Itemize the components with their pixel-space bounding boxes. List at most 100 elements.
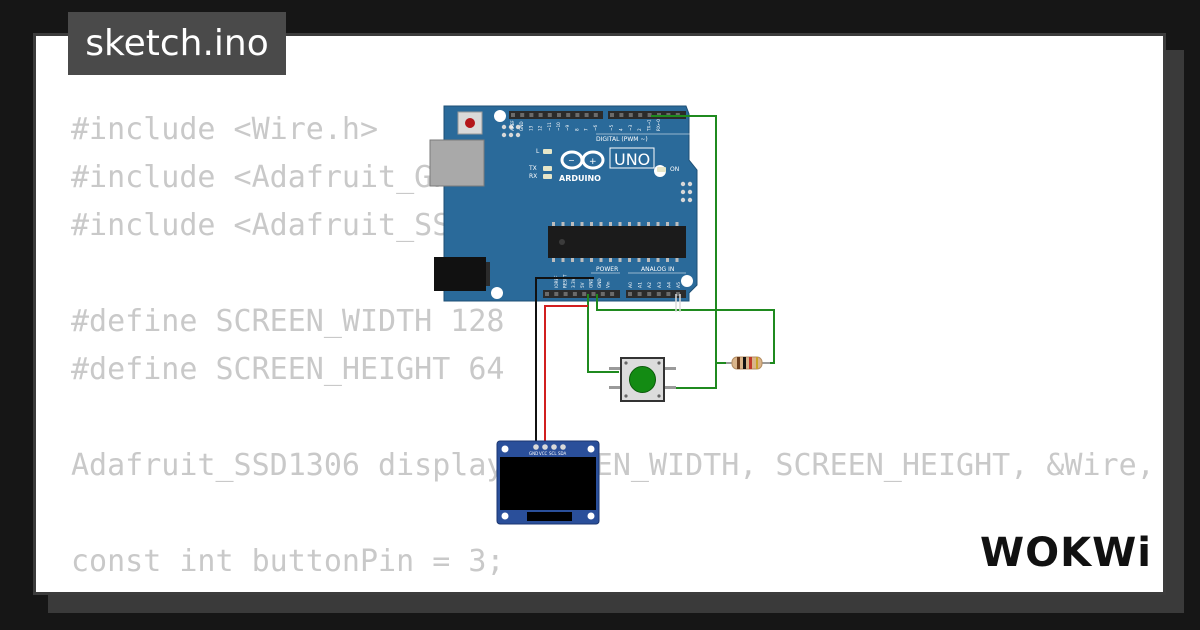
resistor[interactable] bbox=[726, 356, 770, 370]
mounting-hole bbox=[491, 287, 503, 299]
oled-pin-sda: SDA bbox=[558, 451, 567, 456]
power-pin-label: GND bbox=[597, 278, 602, 288]
chip-pin bbox=[552, 222, 555, 226]
wire-resistor-to-gnd[interactable] bbox=[596, 294, 775, 364]
file-name-tab: sketch.ino bbox=[68, 12, 286, 75]
svg-text:+: + bbox=[589, 157, 597, 167]
header-hole[interactable] bbox=[584, 113, 589, 117]
header-hole[interactable] bbox=[666, 292, 671, 296]
oled-pin-scl: SCL bbox=[549, 451, 557, 456]
header-hole[interactable] bbox=[593, 113, 598, 117]
model-label: UNO bbox=[614, 150, 650, 169]
header-hole[interactable] bbox=[628, 292, 632, 296]
analog-header bbox=[626, 290, 686, 298]
power-header bbox=[543, 290, 620, 298]
header-hole[interactable] bbox=[572, 292, 577, 296]
button-cap[interactable] bbox=[629, 366, 656, 393]
chip-pin bbox=[561, 222, 565, 226]
header-hole[interactable] bbox=[566, 113, 571, 117]
wokwi-logo: WOKWi bbox=[980, 530, 1150, 576]
digital-pin-label: 12 bbox=[538, 125, 543, 131]
chip-pin bbox=[618, 258, 622, 262]
header-hole[interactable] bbox=[610, 113, 614, 117]
rx-led bbox=[543, 174, 552, 179]
wire-gnd-to-oled[interactable] bbox=[535, 277, 594, 446]
analog-pin-label: A5 bbox=[676, 282, 682, 288]
chip-pin bbox=[628, 222, 631, 226]
header-hole[interactable] bbox=[600, 292, 605, 296]
chip-pin bbox=[552, 258, 555, 262]
digital-pin-label: ~11 bbox=[547, 122, 552, 131]
chip-pin bbox=[618, 222, 622, 226]
header-hole[interactable] bbox=[538, 113, 543, 117]
chip-pin bbox=[675, 258, 679, 262]
header-hole[interactable] bbox=[647, 292, 652, 296]
header-hole[interactable] bbox=[529, 113, 534, 117]
analog-pin-label: A2 bbox=[647, 282, 653, 288]
header-hole[interactable] bbox=[610, 292, 615, 296]
wires bbox=[535, 115, 775, 446]
header-hole[interactable] bbox=[547, 113, 552, 117]
analog-label: ANALOG IN bbox=[641, 266, 674, 273]
analog-pin-label: A4 bbox=[666, 282, 672, 288]
header-hole[interactable] bbox=[638, 113, 643, 117]
header-hole[interactable] bbox=[591, 292, 596, 296]
header-hole[interactable] bbox=[557, 113, 561, 117]
digital-header-left bbox=[509, 111, 603, 119]
chip-pin bbox=[571, 258, 574, 262]
digital-header-right bbox=[608, 111, 686, 119]
chip-pin bbox=[609, 258, 612, 262]
l-led bbox=[543, 149, 552, 154]
chip-pin bbox=[637, 222, 641, 226]
chip-pin bbox=[675, 222, 679, 226]
header-hole[interactable] bbox=[520, 113, 525, 117]
digital-pin-label: 8 bbox=[574, 128, 579, 131]
power-jack bbox=[434, 257, 486, 291]
header-hole[interactable] bbox=[619, 113, 624, 117]
code-line: #define SCREEN_WIDTH 128 bbox=[71, 304, 505, 339]
svg-text:−: − bbox=[568, 156, 575, 165]
digital-pin-label: ~3 bbox=[628, 124, 633, 131]
wire-5v-to-button[interactable] bbox=[587, 294, 619, 373]
wire-vcc-to-oled[interactable] bbox=[544, 305, 588, 446]
header-hole[interactable] bbox=[647, 113, 652, 117]
header-hole[interactable] bbox=[575, 113, 580, 117]
header-hole[interactable] bbox=[511, 113, 515, 117]
header-hole[interactable] bbox=[676, 292, 680, 296]
chip-pin bbox=[599, 258, 603, 262]
arduino-logo-icon bbox=[560, 150, 605, 170]
digital-label: DIGITAL (PWM ~) bbox=[596, 136, 648, 143]
oled-pin-vcc: VCC bbox=[539, 451, 548, 456]
digital-pin-label: ~9 bbox=[565, 124, 570, 131]
wire-button-to-pin3[interactable] bbox=[651, 115, 717, 389]
oled-display[interactable]: GND VCC SCL SDA bbox=[496, 440, 600, 525]
header-hole[interactable] bbox=[582, 292, 587, 296]
tx-led bbox=[543, 166, 552, 171]
digital-pin-label: 13 bbox=[528, 125, 533, 131]
header-hole[interactable] bbox=[545, 292, 549, 296]
header-hole[interactable] bbox=[563, 292, 568, 296]
header-hole[interactable] bbox=[656, 292, 661, 296]
digital-pin-label: ~6 bbox=[593, 124, 598, 131]
digital-pin-label: TX→1 bbox=[647, 119, 652, 132]
header-hole[interactable] bbox=[628, 113, 633, 117]
code-line: #include <Wire.h> bbox=[71, 112, 379, 147]
icsp-header bbox=[501, 124, 693, 203]
push-button[interactable] bbox=[609, 357, 676, 402]
header-hole[interactable] bbox=[637, 292, 642, 296]
power-pin-label: GND bbox=[588, 278, 593, 288]
chip-pin bbox=[656, 258, 660, 262]
on-label: ON bbox=[670, 166, 679, 173]
chip-pin bbox=[647, 222, 650, 226]
code-line: #define SCREEN_HEIGHT 64 bbox=[71, 352, 505, 387]
header-hole[interactable] bbox=[554, 292, 559, 296]
chip-pin bbox=[628, 258, 631, 262]
rx-led-label: RX bbox=[529, 173, 537, 180]
usb-port bbox=[429, 139, 485, 187]
digital-pin-label: RX←0 bbox=[656, 119, 661, 131]
chip-pin bbox=[656, 222, 660, 226]
digital-pin-label: 2 bbox=[637, 128, 642, 131]
power-label: POWER bbox=[596, 266, 618, 273]
